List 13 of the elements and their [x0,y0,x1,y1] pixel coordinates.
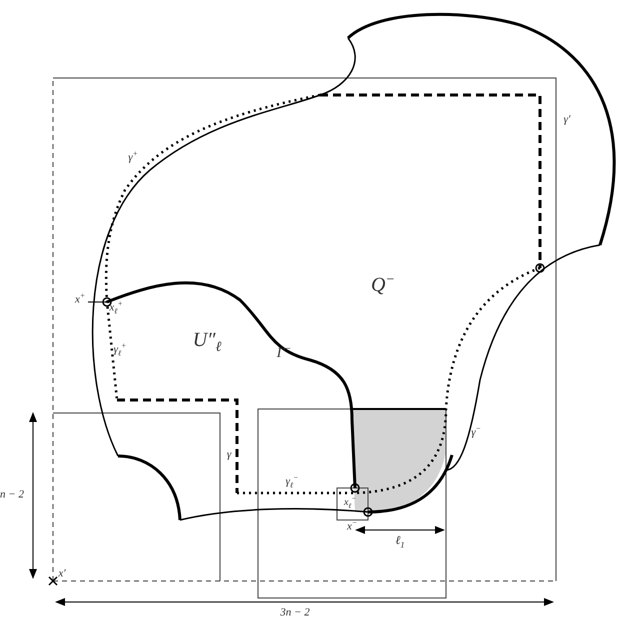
math-label: γ [226,450,232,460]
math-label: γ′ [564,114,570,126]
math-label: x′ [58,568,66,580]
math-label: 3n − 2 [280,608,310,618]
math-label: Q$^{−}$ [371,275,395,295]
math-label: n − 2 [0,490,24,500]
math-label: γ$^{−}$ [471,428,481,438]
math-label: ℓ$_{1}$ [395,534,405,546]
math-label: γ$^{+}$ [128,152,138,164]
math-label: x$^{−}$ [346,522,358,532]
math-label: Γ$^{−}$ [276,347,292,361]
math-label: U″$_{ℓ}$ [192,330,222,350]
math-label: x$^{+}$ [74,294,86,306]
